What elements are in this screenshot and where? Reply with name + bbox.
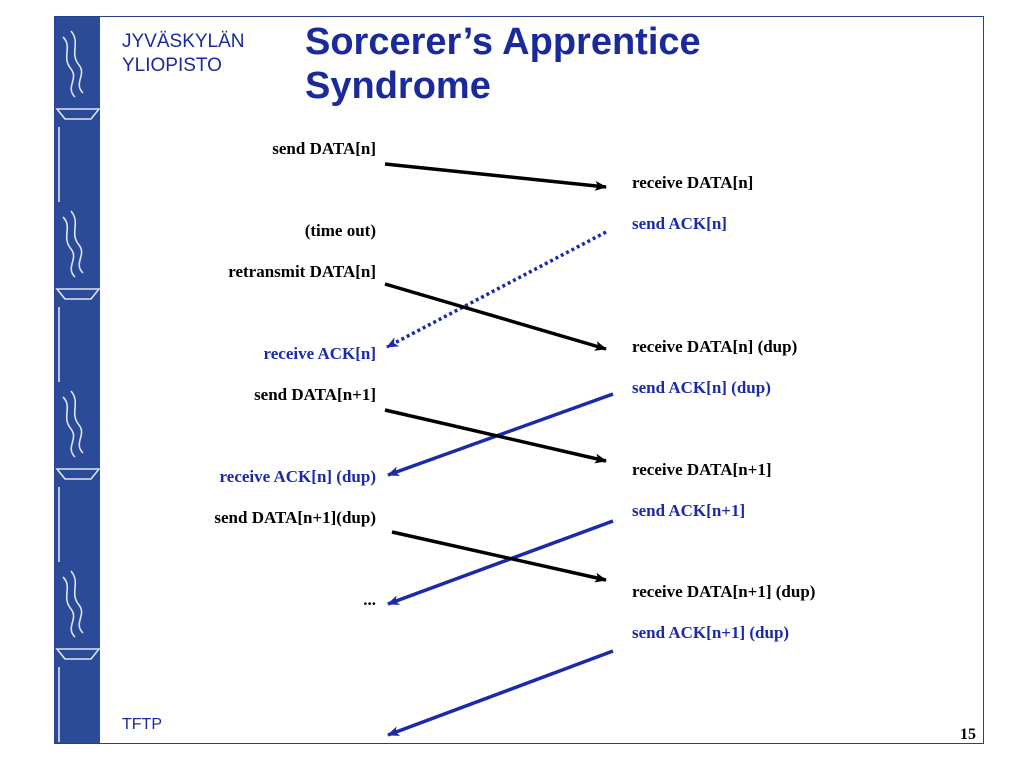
receiver-event-receive-data-n: receive DATA[n] [632,173,754,192]
university-name: JYVÄSKYLÄN YLIOPISTO [122,30,245,78]
sender-event-ellipsis: ... [363,590,376,609]
receiver-event-send-ack-n1-dup: send ACK[n+1] (dup) [632,623,790,642]
slide-title-line1: Sorcerer’s Apprentice [305,21,701,63]
ack-arrow-ack-n1-dup [387,649,614,737]
ack-arrow-ack-n-delayed [386,230,607,349]
receiver-event-receive-data-n1: receive DATA[n+1] [632,460,772,479]
slide-title-line2: Syndrome [305,65,491,107]
ack-arrow-ack-n1 [387,519,614,606]
slide-title: Sorcerer’s Apprentice Syndrome [305,20,701,108]
receiver-event-send-ack-n1: send ACK[n+1] [632,501,746,520]
receiver-event-send-ack-n: send ACK[n] [632,214,727,233]
data-arrow-send-data-n1-dup [391,530,607,583]
university-name-line2: YLIOPISTO [122,55,222,76]
ack-arrow-ack-n-dup [387,392,614,477]
sender-event-receive-ack-n-dup: receive ACK[n] (dup) [219,467,376,486]
torch-pattern-icon [55,30,100,742]
page-number: 15 [960,726,976,743]
sender-event-send-data-n: send DATA[n] [272,139,376,158]
sender-event-time-out: (time out) [304,221,376,240]
slide-frame [54,16,984,744]
data-arrow-send-data-n1 [384,408,607,464]
data-arrow-retransmit-data-n [384,282,607,351]
receiver-event-receive-data-n-dup: receive DATA[n] (dup) [632,337,798,356]
sender-event-retransmit-data-n: retransmit DATA[n] [228,262,376,281]
university-name-line1: JYVÄSKYLÄN [122,31,245,52]
footer-topic: TFTP [122,716,162,733]
receiver-event-receive-data-n1-dup: receive DATA[n+1] (dup) [632,582,816,601]
university-logo-band [55,17,100,743]
sender-event-receive-ack-n: receive ACK[n] [263,344,376,363]
sender-event-send-data-n1: send DATA[n+1] [254,385,376,404]
receiver-event-send-ack-n-dup: send ACK[n] (dup) [632,378,771,397]
data-arrow-send-data-n [384,162,607,191]
sender-event-send-data-n1-dup: send DATA[n+1](dup) [214,508,376,527]
